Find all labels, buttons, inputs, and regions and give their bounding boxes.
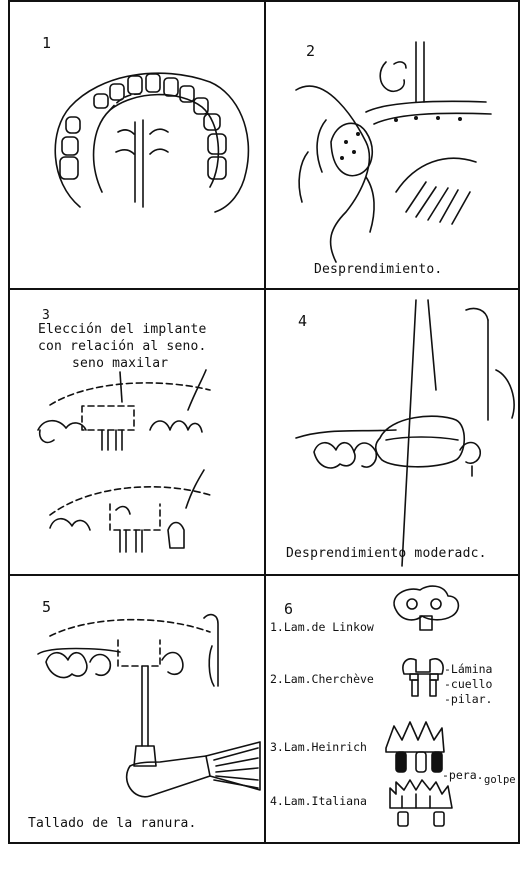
panel-2: 2 Desprendimiento. (264, 0, 520, 290)
panel-6: 6 1.Lam.de Linkow 2.Lam.Cherchève 3.Lam.… (264, 574, 520, 844)
groove-carving-drawing (10, 576, 266, 844)
panel-3: 3 Elección del implante con relación al … (8, 288, 266, 576)
caption: Desprendimiento moderadc. (286, 546, 487, 561)
sinus-implant-drawing (10, 290, 266, 576)
panel-5: 5 Tallado de la ranura. (8, 574, 266, 844)
caption: Desprendimiento. (314, 262, 442, 277)
heinrich-blade (386, 722, 444, 772)
upper-jaw-drawing (10, 2, 266, 290)
moderate-detachment-drawing (266, 290, 520, 576)
blade-implants-drawing (266, 576, 520, 844)
caption: Tallado de la ranura. (28, 816, 197, 831)
italiana-blade (390, 780, 452, 826)
chercheve-blade (403, 659, 443, 696)
sinus-detachment-drawing (266, 2, 520, 290)
panel-4: 4 Desprendimiento moderadc. (264, 288, 520, 576)
linkow-blade (394, 586, 458, 630)
panel-1: 1 (8, 0, 266, 290)
